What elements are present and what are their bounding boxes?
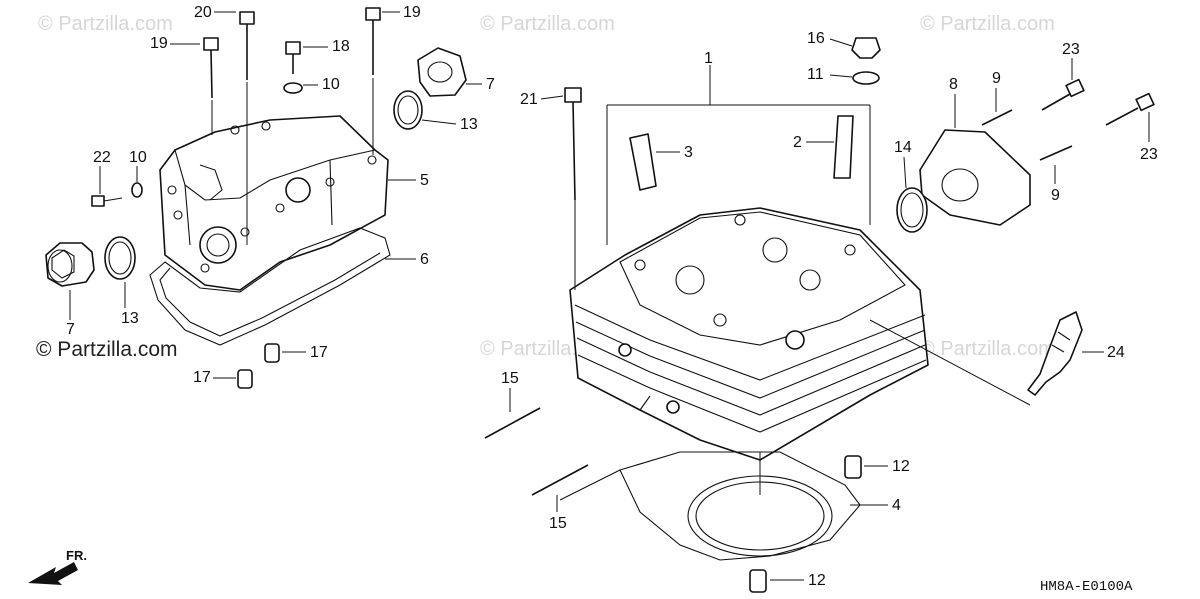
cylinder-head-group: [484, 37, 1155, 593]
callout-3: 3: [684, 144, 693, 161]
callout-7-right: 7: [486, 76, 495, 93]
callout-12-bottom: 12: [808, 572, 826, 589]
callout-14: 14: [894, 139, 912, 156]
callouts: 20 19 19 18 10 7 13 22 10 5 6 7 13 17 17…: [66, 4, 1158, 589]
diagram-code: HM8A-E0100A: [1040, 579, 1133, 595]
callout-23-right: 23: [1140, 146, 1158, 163]
watermark-top-right: © Partzilla.com: [920, 13, 1055, 35]
callout-24: 24: [1107, 344, 1125, 361]
watermark-middle-right: © Partzilla.com: [920, 338, 1055, 360]
callout-10-left: 10: [129, 149, 147, 166]
callout-15-top: 15: [501, 370, 519, 387]
callout-5: 5: [420, 172, 429, 189]
watermark-top-left: © Partzilla.com: [38, 13, 173, 35]
callout-15-bottom: 15: [549, 515, 567, 532]
callout-6: 6: [420, 251, 429, 268]
callout-13-right: 13: [460, 116, 478, 133]
callout-1: 1: [704, 50, 713, 67]
callout-18: 18: [332, 38, 350, 55]
head-cover-group: [45, 7, 467, 389]
callout-17-left: 17: [193, 369, 211, 386]
watermark-middle-left: © Partzilla.com: [36, 338, 178, 361]
callout-12-top: 12: [892, 458, 910, 475]
callout-11: 11: [807, 66, 824, 83]
front-direction-indicator: FR.: [28, 548, 87, 585]
callout-8: 8: [949, 76, 958, 93]
callout-4: 4: [892, 497, 901, 514]
callout-7-left: 7: [66, 321, 75, 338]
callout-2: 2: [793, 134, 802, 151]
watermark-top-center: © Partzilla.com: [480, 13, 615, 35]
callout-19-top: 19: [403, 4, 421, 21]
callout-21: 21: [520, 91, 538, 108]
callout-9-top: 9: [992, 70, 1001, 87]
callout-16: 16: [807, 30, 825, 47]
callout-9-bottom: 9: [1051, 187, 1060, 204]
callout-23-top: 23: [1062, 41, 1080, 58]
callout-19-left: 19: [150, 35, 168, 52]
front-direction-label: FR.: [66, 548, 87, 563]
callout-22: 22: [93, 149, 111, 166]
callout-20: 20: [194, 4, 212, 21]
callout-13-left: 13: [121, 310, 139, 327]
callout-10-top: 10: [322, 76, 340, 93]
callout-17-right: 17: [310, 344, 328, 361]
